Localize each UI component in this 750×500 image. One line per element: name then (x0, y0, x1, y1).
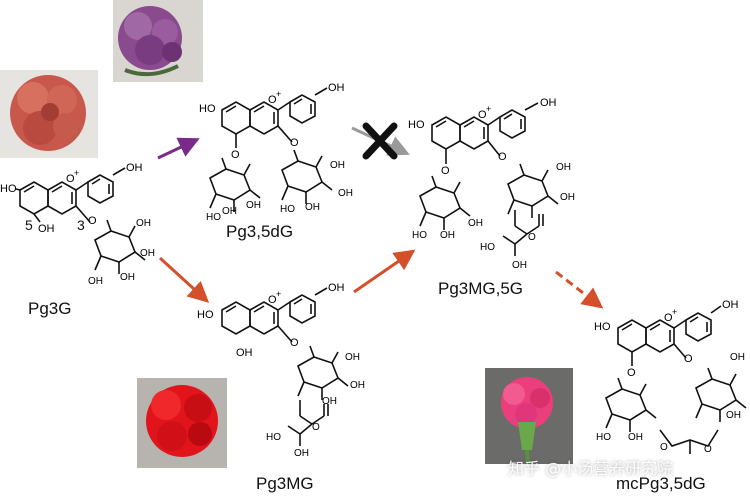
svg-text:OH: OH (328, 82, 345, 94)
svg-text:OH: OH (440, 230, 455, 241)
svg-text:O: O (66, 173, 75, 185)
svg-text:O: O (441, 165, 450, 177)
svg-text:OH: OH (540, 97, 557, 109)
svg-text:O: O (88, 215, 97, 227)
svg-text:O: O (290, 337, 299, 349)
arrow-pg3mg5g-to-mcpg35dg (555, 270, 604, 309)
svg-text:HO: HO (594, 321, 611, 333)
svg-text:OH: OH (88, 276, 103, 287)
svg-text:OH: OH (322, 396, 337, 407)
svg-text:HO: HO (280, 204, 295, 215)
svg-text:OH: OH (305, 202, 320, 213)
svg-text:OH: OH (140, 248, 155, 259)
arrow-pg3mg-to-pg3mg5g (353, 249, 416, 294)
svg-text:O: O (528, 232, 536, 243)
block-x-mark (362, 122, 398, 160)
svg-text:O: O (664, 312, 673, 324)
photo-salmon-carnation (0, 70, 98, 158)
svg-text:+: + (672, 307, 677, 317)
structure-pg3g: O + OH HO OH O OH OH OH OH (0, 162, 155, 287)
svg-text:HO: HO (199, 103, 216, 115)
svg-text:OH: OH (726, 410, 741, 421)
position-3-label: 3 (77, 217, 85, 233)
svg-text:OH: OH (722, 299, 739, 311)
svg-text:HO: HO (266, 432, 281, 443)
svg-text:OH: OH (294, 448, 309, 459)
svg-text:+: + (486, 104, 491, 114)
svg-text:OH: OH (350, 380, 365, 391)
svg-text:OH: OH (345, 352, 360, 363)
position-5-label: 5 (25, 217, 33, 233)
arrow-pg3g-to-pg3mg (158, 256, 210, 303)
svg-text:OH: OH (38, 223, 55, 235)
svg-text:O: O (498, 151, 507, 163)
photo-red-carnation (137, 378, 227, 468)
svg-text:+: + (74, 168, 79, 178)
svg-text:O: O (478, 109, 487, 121)
svg-text:O: O (290, 137, 299, 149)
label-pg35dg: Pg3,5dG (226, 222, 294, 241)
structure-pg35dg: O + OH HO O HO OH OH O OH OH OH HO (199, 82, 353, 223)
structure-pg3mg: O + OH HO OH O OH OH OH O HO OH (197, 282, 365, 459)
svg-text:OH: OH (246, 200, 261, 211)
svg-text:HO: HO (206, 212, 221, 223)
label-pg3mg5g: Pg3MG,5G (438, 279, 524, 298)
svg-text:O: O (627, 367, 636, 379)
svg-text:OH: OH (136, 218, 151, 229)
svg-text:O: O (684, 353, 693, 365)
svg-text:OH: OH (330, 160, 345, 171)
svg-text:OH: OH (338, 188, 353, 199)
svg-text:O: O (231, 149, 240, 161)
svg-text:OH: OH (468, 218, 483, 229)
watermark: 知乎 @小汤营养研究院 (508, 459, 674, 478)
svg-text:OH: OH (512, 260, 527, 271)
svg-text:O: O (704, 444, 712, 455)
svg-text:+: + (276, 289, 281, 299)
svg-text:OH: OH (236, 347, 253, 359)
svg-text:HO: HO (596, 432, 611, 443)
label-pg3mg: Pg3MG (256, 474, 314, 493)
svg-text:OH: OH (222, 206, 237, 217)
label-mcpg35dg: mcPg3,5dG (616, 474, 706, 493)
svg-text:O: O (660, 442, 668, 453)
svg-text:HO: HO (480, 242, 495, 253)
svg-text:OH: OH (628, 432, 643, 443)
svg-text:O: O (268, 294, 277, 306)
svg-text:+: + (276, 89, 281, 99)
svg-text:OH: OH (328, 282, 345, 294)
svg-text:HO: HO (197, 309, 214, 321)
svg-text:OH: OH (556, 162, 571, 173)
structure-mcpg35dg: O + OH HO O HO OH O OH OH O O (594, 299, 747, 455)
svg-text:OH: OH (560, 192, 575, 203)
svg-text:OH: OH (126, 162, 143, 174)
svg-text:OH: OH (120, 272, 135, 283)
structure-pg3mg5g: O + OH HO O HO OH OH O OH OH O HO OH (408, 97, 575, 271)
label-pg3g: Pg3G (28, 299, 72, 318)
svg-text:HO: HO (408, 119, 425, 131)
photo-purple-carnation (113, 0, 203, 82)
photo-pink-carnation (485, 368, 573, 465)
svg-text:O: O (268, 94, 277, 106)
svg-text:HO: HO (412, 230, 427, 241)
arrow-pg3g-to-pg35dg (157, 137, 200, 160)
svg-text:HO: HO (0, 183, 17, 195)
svg-text:O: O (312, 422, 320, 433)
svg-text:OH: OH (730, 352, 745, 363)
